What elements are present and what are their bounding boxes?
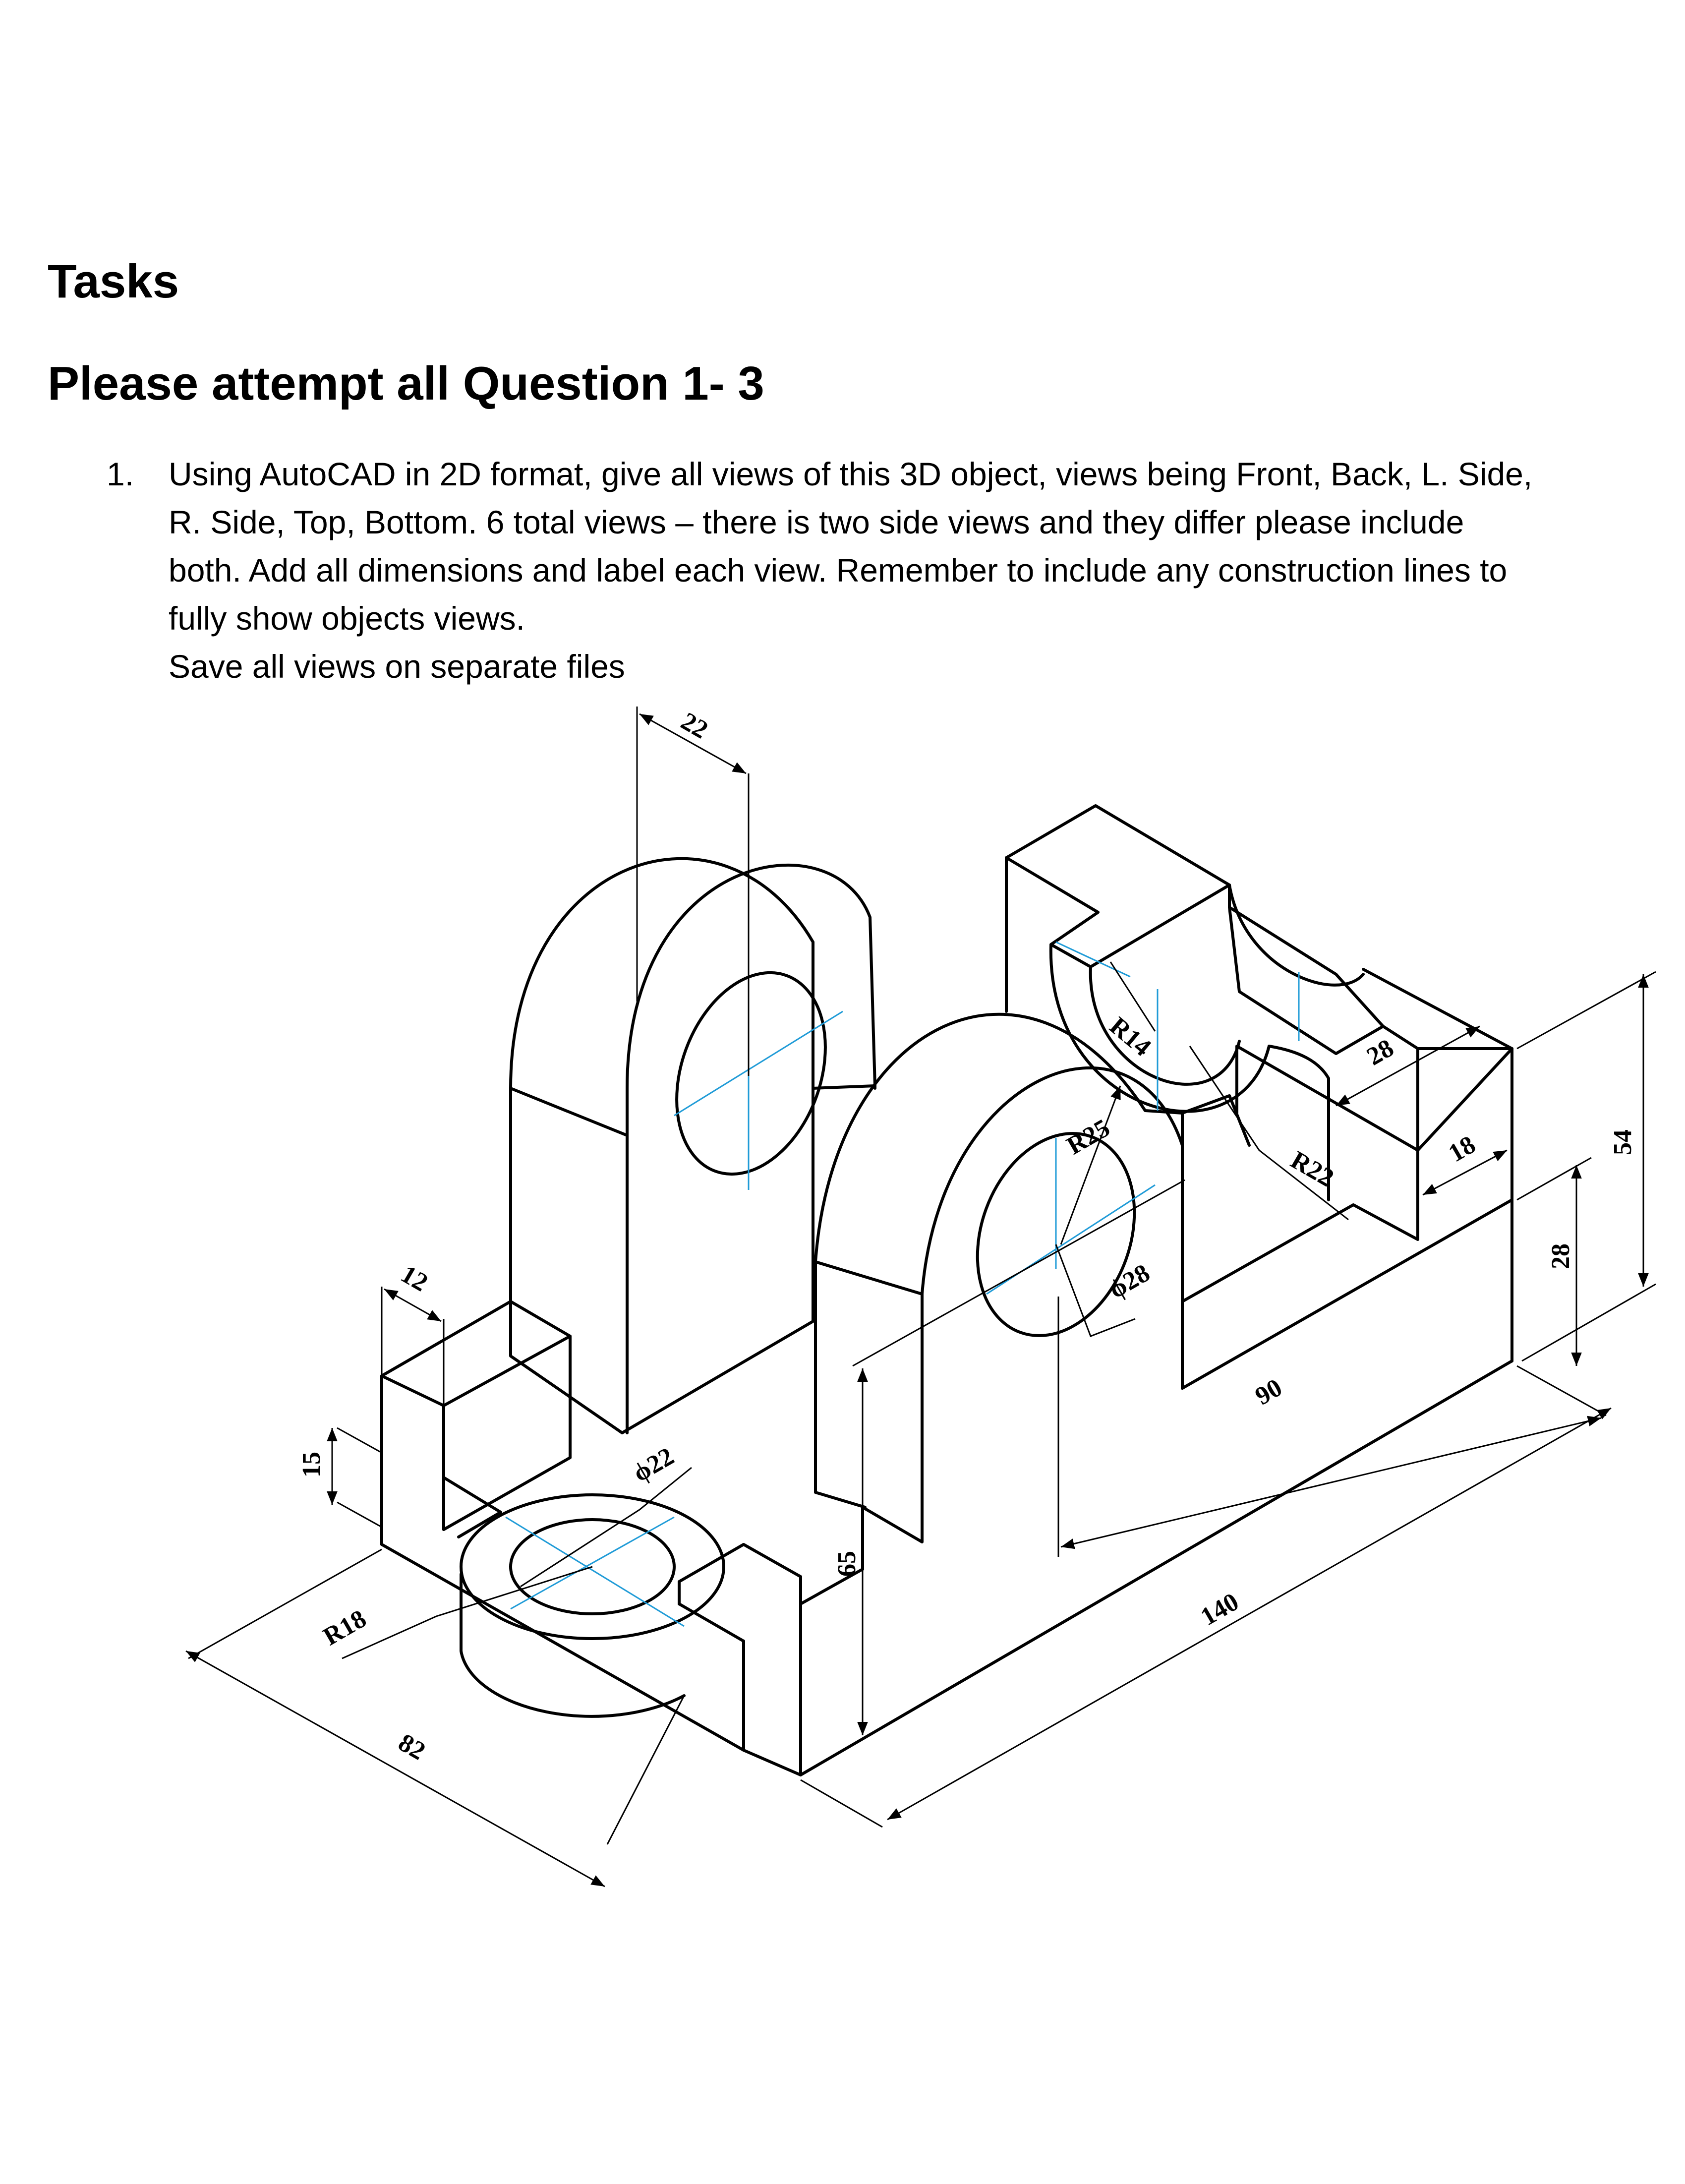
dim-140: 140 [1196,1588,1244,1631]
question-number: 1. [107,456,134,492]
dim-65: 65 [833,1551,861,1577]
dimension-labels: 22 R14 R25 28 R22 18 54 28 12 15 ϕ22 ϕ28… [297,707,1637,1766]
page-heading: Tasks [48,255,179,308]
question-line: both. Add all dimensions and label each … [169,552,1508,589]
dim-phi28: ϕ28 [1104,1259,1155,1304]
dim-90: 90 [1251,1373,1287,1411]
dim-12: 12 [396,1260,433,1297]
question-line: Save all views on separate files [169,648,625,685]
object-outline [380,804,1513,1776]
dim-18: 18 [1444,1130,1481,1168]
question-line: Using AutoCAD in 2D format, give all vie… [169,456,1533,492]
dimension-lines [185,707,1656,1888]
dim-28-vertical: 28 [1547,1243,1575,1269]
dim-22-top: 22 [676,707,713,744]
question-line: R. Side, Top, Bottom. 6 total views – th… [169,504,1464,540]
question-line: fully show objects views. [169,600,525,637]
dim-28-top: 28 [1362,1034,1399,1071]
page-subheading: Please attempt all Question 1- 3 [48,357,764,410]
dim-15: 15 [297,1452,326,1477]
question-text: Using AutoCAD in 2D format, give all vie… [169,450,1631,691]
dim-82: 82 [394,1728,430,1766]
dim-54: 54 [1609,1129,1637,1155]
dim-r22: R22 [1286,1146,1338,1192]
dim-r14: R14 [1104,1012,1156,1062]
dim-r18: R18 [319,1604,371,1651]
dim-phi22: ϕ22 [629,1442,679,1488]
